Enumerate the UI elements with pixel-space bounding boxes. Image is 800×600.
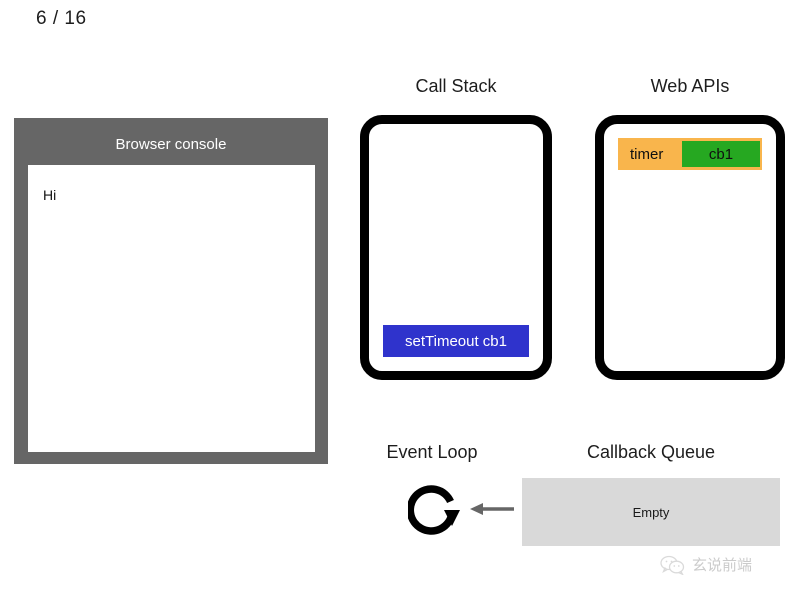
callback-queue-box: Empty [522, 478, 780, 546]
console-output-area: Hi [28, 165, 315, 452]
callback-queue-status: Empty [632, 504, 670, 520]
web-apis-box: timer cb1 [595, 115, 785, 380]
watermark-text: 玄说前端 [692, 557, 753, 574]
wechat-logo-icon [660, 555, 685, 575]
callback-queue-heading: Callback Queue [586, 442, 716, 462]
console-log-line: Hi [43, 187, 57, 203]
call-stack-heading: Call Stack [415, 76, 497, 96]
arrow-left-icon [470, 503, 514, 515]
circular-arrow-icon [408, 485, 460, 535]
web-apis-heading: Web APIs [650, 76, 730, 96]
call-stack-frame: setTimeout cb1 [383, 325, 529, 357]
web-api-timer-label: timer [630, 145, 664, 163]
browser-console-panel: Browser console Hi [14, 118, 328, 464]
watermark: 玄说前端 [660, 554, 752, 575]
browser-console-title: Browser console [115, 136, 227, 153]
call-stack-box: setTimeout cb1 [360, 115, 552, 380]
event-loop-heading: Event Loop [386, 442, 478, 462]
web-api-callback-chip: cb1 [682, 141, 760, 167]
web-api-timer-row: timer cb1 [618, 138, 762, 170]
slide-counter: 6 / 16 [36, 8, 87, 29]
